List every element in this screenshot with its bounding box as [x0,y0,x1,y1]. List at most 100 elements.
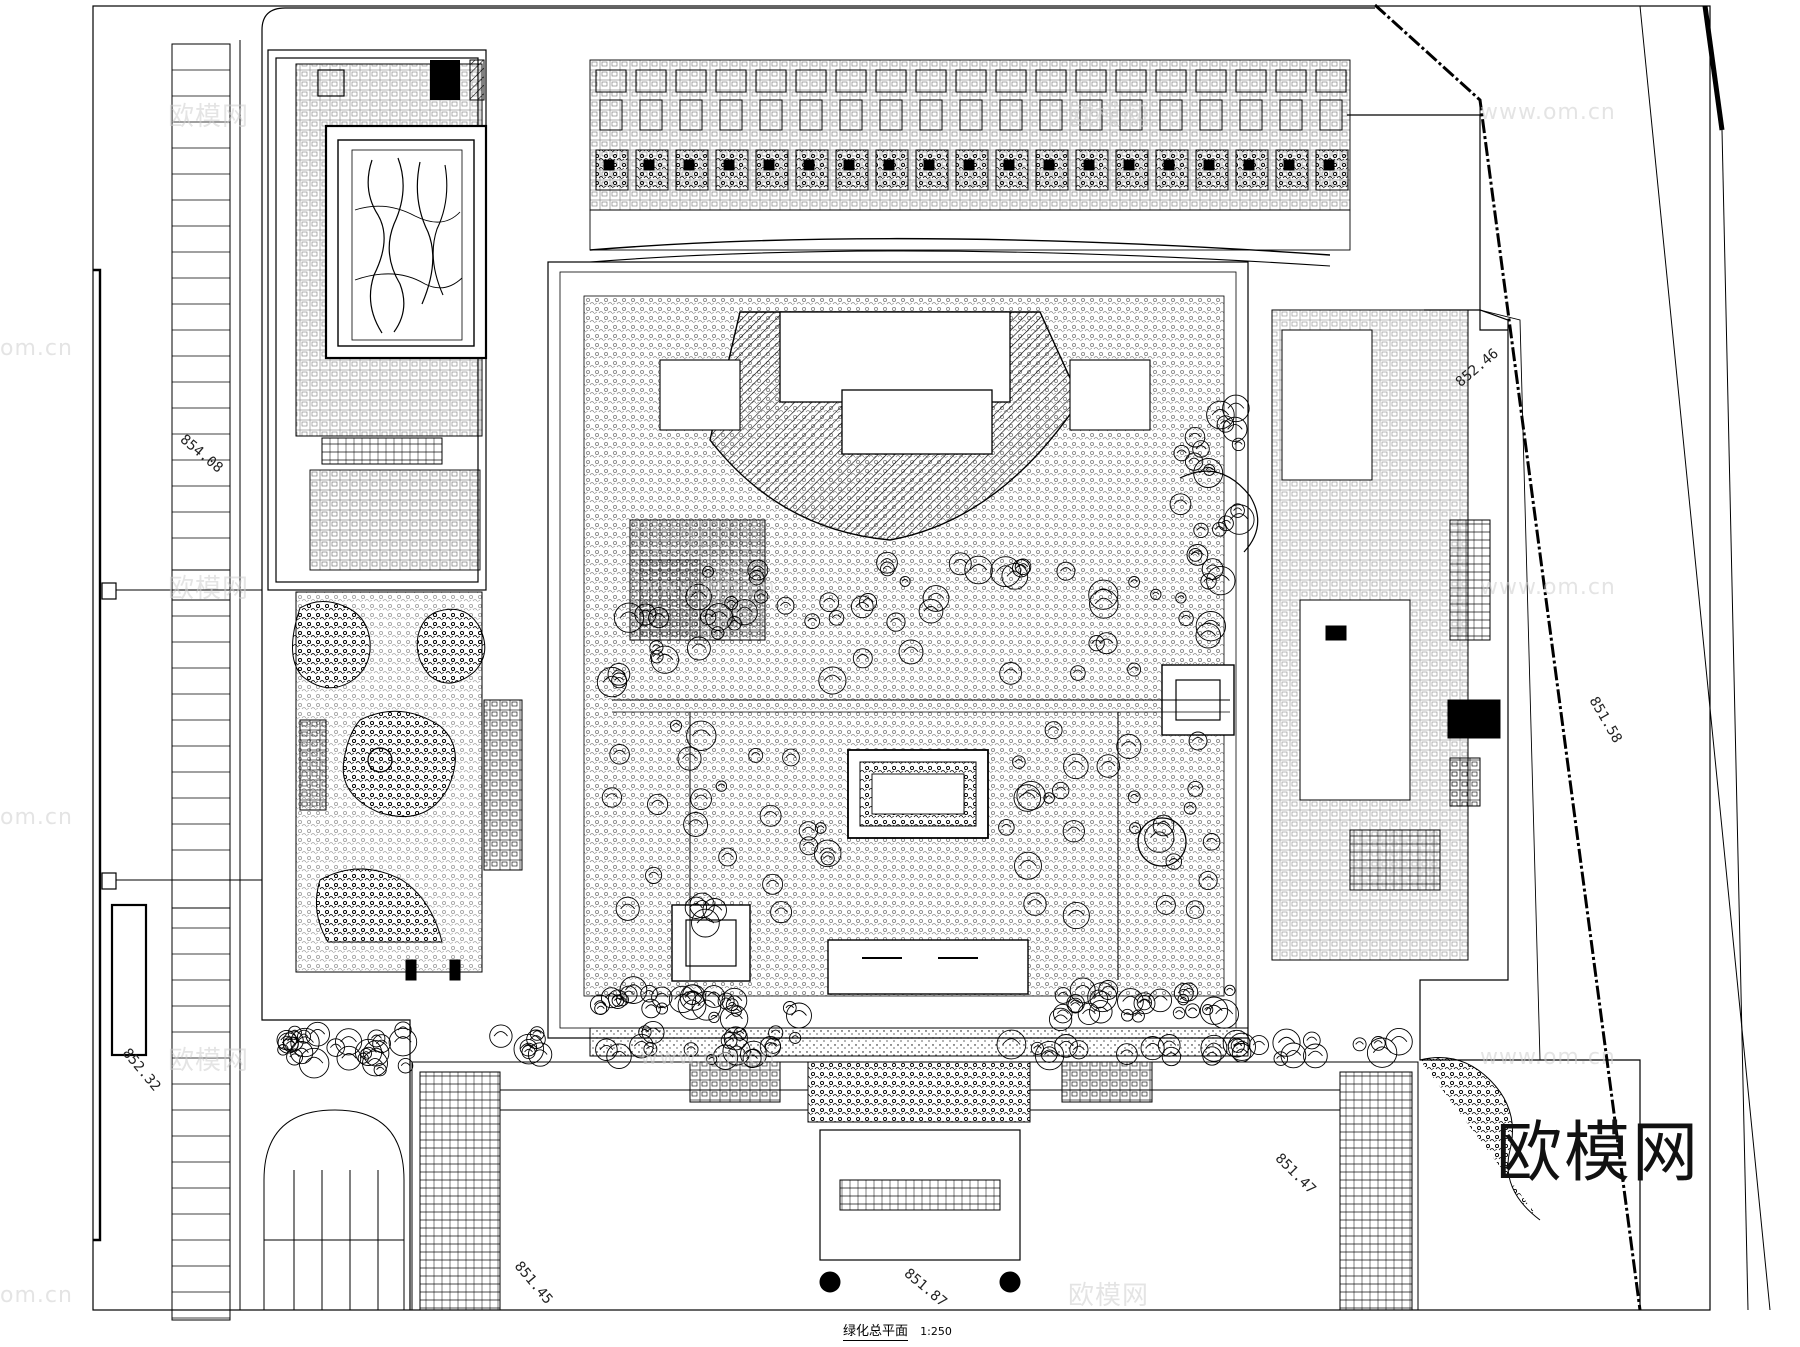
tree-canopy [1095,632,1118,655]
tree-canopy [759,1035,782,1058]
west-garden-courts [291,591,523,981]
tree-branch [736,606,753,613]
tree-canopy [677,746,702,771]
unit-footprint [875,69,907,93]
tree-canopy [685,583,712,611]
tree-canopy [789,1031,802,1044]
unit-core [1043,159,1055,171]
tree-branch [763,1042,777,1047]
unit-core [1123,159,1135,171]
unit-footprint [1235,69,1267,93]
tree-branch [1192,736,1204,742]
tree-canopy [1161,1046,1182,1067]
tree-canopy [754,589,769,604]
tree-branch [1177,988,1190,994]
unit-footprint [955,69,987,93]
tree-canopy [1069,977,1096,1004]
tree-canopy [1385,1027,1413,1056]
unit-footprint [719,99,743,131]
tree-branch [901,578,909,582]
drawing-scale: 1:250 [920,1325,952,1338]
tree-canopy [1230,1038,1245,1053]
tree-branch [1285,1050,1302,1056]
tree-canopy [1088,579,1119,610]
tree-branch [694,794,708,800]
unit-footprint [915,69,947,93]
tree-branch [823,674,841,681]
tree-branch [1227,402,1245,409]
tree-canopy [629,1033,654,1059]
tree-canopy [1195,622,1221,649]
tree-branch [341,1053,357,1059]
tree-branch [707,991,721,997]
tree-canopy [645,866,663,884]
tree-branch [785,753,797,758]
tree-canopy [820,851,835,866]
unit-footprint [1159,99,1183,131]
tree-canopy [655,1002,669,1015]
tree-canopy [852,648,873,669]
tree-canopy [601,787,623,808]
tree-branch [1082,1009,1096,1015]
tree-canopy [1185,900,1205,919]
tree-canopy [1133,992,1156,1015]
tree-branch [1093,1006,1108,1012]
tree-canopy [290,1027,320,1058]
tree-canopy [724,596,739,610]
tree-branch [1001,823,1012,828]
tree-canopy [1062,820,1085,843]
tree-canopy [1043,792,1055,804]
tree-branch [1189,905,1201,910]
tree-branch [1168,858,1179,862]
unit-footprint [599,99,623,131]
tree-canopy [1177,993,1189,1006]
parking-stalls-left [171,43,231,1321]
tree-canopy [990,556,1021,587]
tree-branch [1152,591,1160,595]
tree-branch [1181,615,1191,619]
watermark: www.om.cn [1480,100,1616,125]
tree-branch [640,1029,649,1033]
tree-branch [1055,786,1067,791]
tree-branch [362,1051,370,1055]
tree-canopy [1089,589,1119,619]
tree-canopy [1030,1041,1044,1055]
tree-canopy [1056,561,1076,581]
tree-branch [882,565,892,570]
tree-branch [735,1031,745,1035]
tree-branch [1102,985,1115,991]
unit-core [763,159,775,171]
tree-branch [1175,1010,1183,1014]
tree-branch [1179,997,1187,1000]
unit-garden [1155,149,1189,191]
tree-canopy [1249,1035,1269,1056]
tree-canopy [616,993,629,1007]
unit-core [923,159,935,171]
tree-branch [532,1030,542,1034]
tree-branch [689,903,703,909]
tree-branch [674,993,691,1000]
southeast-planting [1419,1057,1541,1221]
tree-branch [289,1053,300,1058]
unit-core [1243,159,1255,171]
tree-canopy [648,607,670,629]
tree-branch [1101,761,1116,767]
tree-branch [923,606,939,612]
tree-branch [691,643,707,649]
tree-branch [880,558,894,563]
tree-branch [1205,1004,1223,1011]
tree-branch [623,990,635,995]
tree-branch [1091,639,1102,644]
tree-canopy [683,1042,699,1057]
tree-canopy [1187,780,1204,797]
tree-canopy [1272,1028,1301,1057]
tree-branch [1159,900,1172,906]
tree-branch [294,1047,309,1053]
tree-canopy [513,1033,545,1065]
tree-branch [618,996,627,1001]
tree-branch [394,1036,412,1043]
tree-branch [727,599,736,604]
tree-branch [1252,1040,1265,1046]
tree-branch [645,1004,658,1009]
tree-canopy [594,1002,608,1016]
